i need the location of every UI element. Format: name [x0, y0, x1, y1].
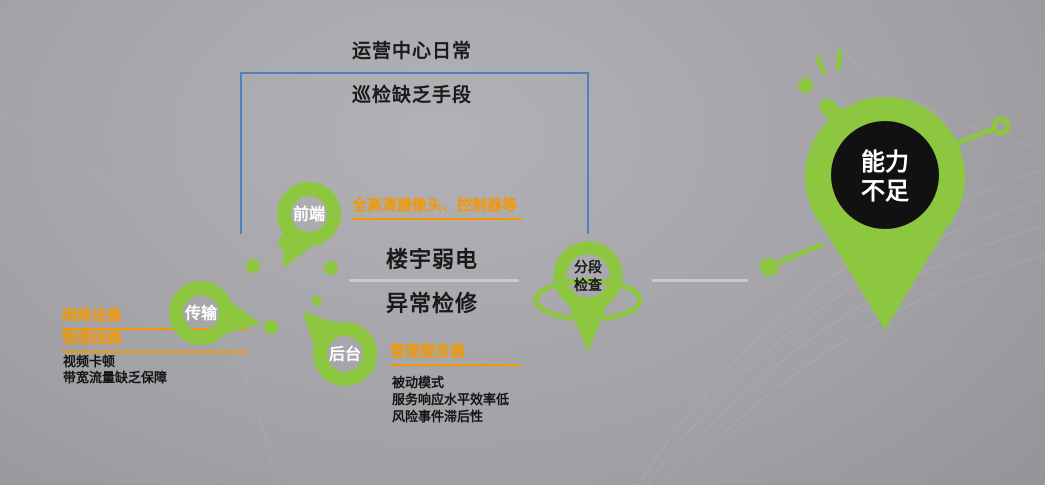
pin-segment-label-line1: 分段 [574, 259, 602, 276]
note-risk-lag: 风险事件滞后性 [392, 410, 484, 425]
pin-capability: 能力 不足 [760, 49, 1011, 330]
center-note-line1: 楼宇弱电 [385, 248, 478, 273]
capability-arm-right [950, 126, 996, 148]
top-note-line1: 运营中心日常 [351, 40, 472, 62]
bracket-outline [240, 72, 589, 234]
label-front-devices: 全高清摄像头、控制器等 [352, 196, 522, 220]
pin-backend-ring [313, 322, 377, 386]
sparkle-ray-icon [815, 55, 827, 75]
cluster-dot [312, 296, 322, 306]
pin-segment-ring [553, 241, 623, 311]
pin-transmission: 传输 [169, 281, 261, 345]
pin-segment-check: 分段 检查 [533, 241, 643, 352]
note-video-stutter: 视频卡顿 [63, 355, 116, 370]
label-management-server: 管理服务器 [390, 342, 520, 366]
pin-capability-label-line2: 不足 [861, 177, 909, 205]
sparkle-ray-icon [835, 49, 843, 71]
top-note-line2: 巡检缺乏手段 [351, 84, 472, 106]
pin-backend: 后台 [302, 311, 377, 386]
pin-transmission-ring [169, 281, 233, 345]
pin-front-ring [277, 182, 341, 246]
center-note-line2: 异常检修 [385, 292, 478, 317]
connector-line-left [349, 279, 519, 282]
cluster-dot [324, 261, 338, 275]
label-physical-line: 物理线路 [62, 329, 248, 353]
cluster-dot [246, 259, 260, 273]
pin-capability-tail [823, 227, 947, 330]
pin-front-label: 前端 [293, 205, 325, 224]
sparkle-dot-icon [796, 76, 815, 95]
cluster-dot [264, 320, 278, 334]
capability-arm-left-dot [760, 258, 778, 276]
pin-capability-label-line1: 能力 [861, 148, 909, 176]
note-passive-mode: 被动模式 [392, 376, 445, 391]
pin-front: 前端 [277, 182, 341, 269]
note-bandwidth: 带宽流量缺乏保障 [63, 371, 168, 386]
pin-capability-black-circle [831, 121, 939, 229]
capability-arm-left [772, 242, 824, 267]
pin-segment-tail [566, 298, 610, 352]
capability-arm-right-dot [991, 116, 1011, 136]
note-service-response: 服务响应水平效率低 [392, 393, 510, 408]
pin-backend-label: 后台 [329, 345, 361, 364]
pin-transmission-label: 传输 [184, 304, 218, 323]
pin-segment-label-line2: 检查 [574, 277, 603, 294]
label-network-equipment: 网络设备 [62, 306, 248, 330]
connector-line-right [652, 279, 748, 282]
